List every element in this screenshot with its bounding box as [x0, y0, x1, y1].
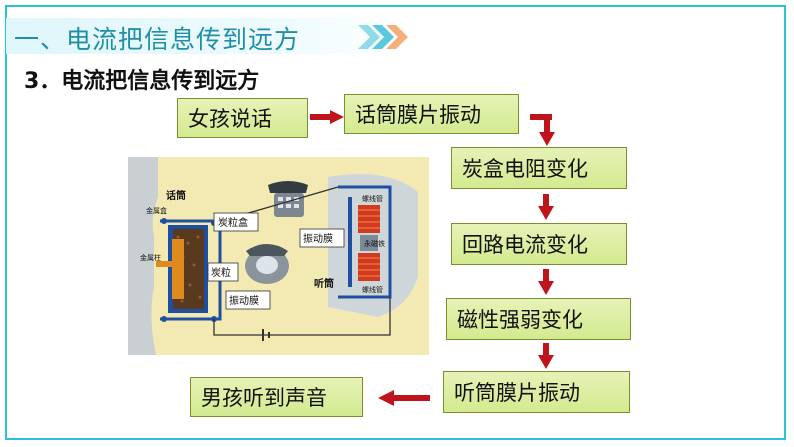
slide-frame [5, 5, 786, 440]
arrow-down-icon [538, 343, 554, 369]
telephone-diagram: 话筒 听筒 金属盒 金属柱 螺线管 永磁铁 螺线管 炭粒盒 炭粒 振动膜 振动膜 [128, 157, 429, 355]
label-carbon-grains: 炭粒 [211, 266, 231, 279]
flow-box-receiver-diaphragm: 听筒膜片振动 [443, 371, 630, 413]
label-carbon-box: 炭粒盒 [218, 216, 248, 229]
flow-box-mic-diaphragm: 话筒膜片振动 [344, 94, 519, 134]
flow-box-circuit-current: 回路电流变化 [451, 223, 627, 265]
label-magnet: 永磁铁 [364, 239, 385, 248]
page-title: 一、电流把信息传到远方 [14, 25, 301, 54]
arrow-bend-down-icon [530, 114, 555, 146]
arrow-left-icon [378, 390, 430, 406]
title-bar [6, 18, 406, 54]
flow-box-boy-hears: 男孩听到声音 [190, 377, 363, 417]
label-mic-diaphragm: 振动膜 [229, 294, 259, 307]
arrow-right-icon [310, 110, 344, 124]
label-metal-post: 金属柱 [140, 253, 161, 262]
label-microphone: 话筒 [166, 189, 186, 202]
label-receiver: 听筒 [314, 277, 334, 290]
arrow-down-icon [538, 269, 554, 295]
section-title: 3．电流把信息传到远方 [24, 69, 260, 94]
label-metal-box: 金属盒 [146, 206, 167, 215]
arrow-down-icon [538, 194, 554, 220]
label-solenoid-bottom: 螺线管 [362, 285, 383, 294]
flow-box-magnetism: 磁性强弱变化 [446, 298, 631, 340]
flow-box-carbon-resistance: 炭盒电阻变化 [451, 147, 627, 189]
label-solenoid-top: 螺线管 [362, 194, 383, 203]
label-receiver-diaphragm: 振动膜 [303, 232, 333, 245]
flow-box-girl-speaks: 女孩说话 [177, 98, 308, 138]
chevron-right-icon [358, 25, 408, 49]
